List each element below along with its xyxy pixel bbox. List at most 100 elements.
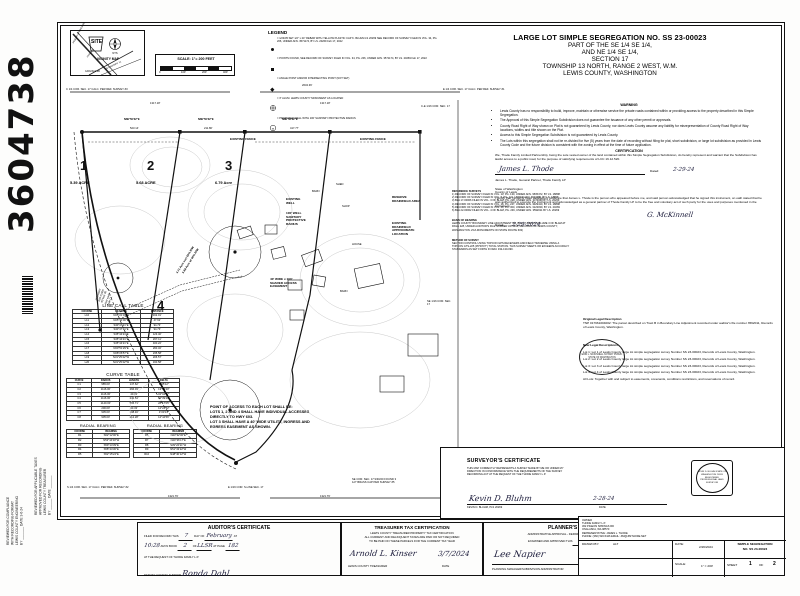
date-value: 2/26/2024 (699, 545, 713, 549)
auditor-deputy-label: DEPUTY COUNTY AUDITOR (144, 572, 181, 577)
annotation-existing-well: EXISTING WELL (286, 197, 301, 205)
annotation-fence-0: EXISTING FENCE (230, 137, 256, 141)
radial-left-th-0: COURSE (65, 428, 94, 435)
project-line-1: SIMPLE SEGREGATION (737, 542, 773, 546)
warning-item-2: County Road Right of Way shown on Plat i… (500, 124, 763, 132)
annotation-well-radius: 100' WELL SANITARY PROTECTIVE RADIUS (286, 211, 306, 227)
notary-signature: G. McKinnell (646, 210, 694, 219)
new-legal-lot-1: Lot 2: Lot 2 of Lewis County large lot s… (583, 356, 756, 361)
monument-icon (268, 97, 277, 116)
radial-left-cell-r4-c0: R5 (65, 451, 94, 458)
lot-number-1: 1 (80, 158, 88, 173)
radial-right-th-0: COURSE (132, 428, 161, 435)
auditors-certificate-box: AUDITOR'S CERTIFICATE FILED FOR RECORD T… (137, 522, 341, 578)
date-label: DATE: (675, 542, 684, 546)
legend: LEGEND = 1/24/05 SET 1/2" x 24" REBAR WI… (268, 30, 440, 137)
bearing-top-2-dist: 417.77' (290, 127, 299, 130)
curve-table-block: CURVE TABLE CURVE RADIUS LENGTH DELTA C1… (65, 372, 181, 421)
scale-tick-2: 200' (202, 71, 207, 74)
title-line-3: AND NE 1/4 SE 1/4, (581, 49, 639, 56)
surveyor-signature: Kevin D. Bluhm (468, 494, 533, 503)
access-note-2: DIRECTLY TO HWY 603. (210, 414, 254, 419)
bearing-top-1-dist: 211.80' (204, 127, 213, 130)
planner-caption: PLANNING MANAGER/SUBDIVISION ADMINISTRAT… (492, 567, 564, 572)
dimension-2: 1317.18' (320, 102, 331, 105)
treasurer-date: 3/7/2024 (437, 550, 471, 559)
annotation-existing-drainfield: EXISTING DRAINFIELD APPROXIMATE LOCATION (392, 221, 415, 237)
method-of-survey-body: SECTION CONTROL USING TOPCON GPS RECEIVE… (452, 241, 570, 252)
legend-title: LEGEND (268, 30, 288, 35)
treasurer-signature: Arnold L. Kinser (349, 549, 418, 559)
curve-cell-r7-c1: 905.00' (91, 414, 121, 421)
legend-item-0: = 1/24/05 SET 1/2" x 24" REBAR WITH YELL… (268, 37, 440, 56)
well-circle-icon: w (268, 117, 277, 136)
annotation-reserve-drainfield: RESERVE DRAINFIELD AREA (392, 195, 421, 203)
owner-address: 362 PIGEON SPRINGS RD (582, 525, 614, 529)
legend-item-1: = POINTS FOUND, SEE RECORD OF SURVEY FIL… (268, 57, 440, 76)
vicinity-road-3: CARLISLE RD (85, 71, 101, 73)
line-call-cell-r10-c2: 160.58' (140, 359, 174, 366)
notary-body: I certify that I know or have satisfacto… (495, 196, 762, 209)
radial-right-cell-r4-c1: N48°30'12"W (159, 451, 197, 458)
new-legal-descriptions-block: New Legal Descriptions Lot 1: Lot 1 of L… (583, 343, 773, 382)
auditor-day-label: DAY OF (194, 534, 205, 538)
corner-label-e14: E 1/4 COR. SEC. 17 CALC. PER REF. SURVEY… (443, 88, 505, 91)
treasurer-line-2: ALL CURRENT AND DELINQUENT TAXES ARE PAI… (364, 534, 460, 539)
notary-county: County of Lewis (495, 190, 518, 195)
scale-bar-box: SCALE: 1"= 200 FEET 0 100' 200' 400' (155, 54, 235, 76)
reference-survey-5: 6) BLA 22-00002 FILED IN VOL. 4 OF BLAM,… (452, 208, 560, 212)
treasurer-date-label: DATE (442, 564, 450, 569)
drawn-by-label: DRAWN BY: (582, 542, 600, 546)
warning-item-4: The Lots within this segregation shall n… (500, 139, 763, 147)
filled-circle-icon (268, 37, 277, 56)
recording-number-handwritten: 3604738 (2, 53, 42, 233)
surveyors-certificate-title: SURVEYOR'S CERTIFICATE (467, 458, 541, 464)
vicinity-map: SITE NTS VICINITY MAP PIGEON SPRINGS RD … (70, 22, 145, 76)
radial-left-caption: RADIAL BEARING (79, 423, 117, 428)
sheet-number: 1 (749, 561, 752, 567)
certification-body: We, Thode Family Limited Partnership, be… (495, 153, 757, 161)
certification-dated-value: 2-29-24 (672, 166, 695, 173)
new-legal-lot-3: Lot 4: Lot 4 of Lewis County large lot s… (583, 370, 756, 375)
lot-number-4: 4 (157, 298, 165, 313)
new-legal-footer: All Lots: Together with and subject to e… (583, 377, 736, 382)
planner-signature: Lee Napier (493, 550, 546, 561)
planner-line-2-pre: EXAMINED AND APPROVED THIS (528, 538, 573, 543)
bearing-top-0: N89°50'32"E (124, 118, 140, 121)
corner-label-secor: SE COR. SEC. 17 9/30/20 FOUND 3 1/2" BRA… (352, 478, 397, 485)
owner-phone: PHONE: (360) 520-5446 EMAIL: JIM@JIMTHOD… (582, 534, 647, 538)
auditors-certificate-title: AUDITOR'S CERTIFICATE (207, 525, 271, 531)
corner-label-s14: S 1/4 COR. SEC. 17 CALC. PER REF. SURVEY… (67, 486, 129, 489)
radial-right-caption: RADIAL BEARING (146, 423, 184, 428)
curve-th-1: RADIUS (91, 377, 121, 384)
legend-item-2-text: = ANGLE POINT AND/OR INTERSECTING POINT … (277, 77, 350, 80)
basis-of-bearing-title: BASIS OF BEARING (452, 219, 477, 223)
warning-heading: WARNING (620, 103, 638, 107)
new-legal-lot-2: Lot 3: Lot 3 of Lewis County large lot s… (583, 363, 756, 368)
access-note-4: EGRESS EASEMENT AS SHOWN. (210, 424, 271, 429)
owner-label: OWNER (582, 519, 592, 522)
radial-left-cell-r4-c1: S52°15'24"E (92, 451, 130, 458)
owner-signature: James L. Thode (498, 164, 555, 173)
surveyors-certificate-body: THIS MAP CORRECTLY REPRESENTS A SURVEY M… (467, 467, 564, 477)
lot-acreage-1: 5.39 ACRE (70, 180, 90, 185)
lot-number-3: 3 (225, 158, 233, 173)
curve-cell-r7-c0: C8 (65, 414, 93, 421)
vicinity-caption: VICINITY MAP (97, 57, 120, 61)
planner-signature-line (492, 564, 662, 566)
owner-city: ONALASKA, WA 98570 (582, 528, 610, 532)
surveyor-date-value: 2-28-24 (592, 496, 615, 502)
annotation-shop: SHOP (342, 205, 350, 208)
line-call-cell-r10-c1: N31°25'42"W (100, 359, 142, 366)
dimension-1: 2634.36' (302, 84, 313, 87)
lot-number-2: 2 (147, 158, 155, 173)
curve-th-0: CURVE (65, 377, 93, 384)
access-note-block: POINT OF ACCESS TO EACH LOT SHALL BE: LO… (210, 405, 390, 430)
title-line-5: TOWNSHIP 13 NORTH, RANGE 2 WEST, W.M. (542, 63, 678, 70)
notary-dated-label: Dated: (495, 222, 505, 227)
